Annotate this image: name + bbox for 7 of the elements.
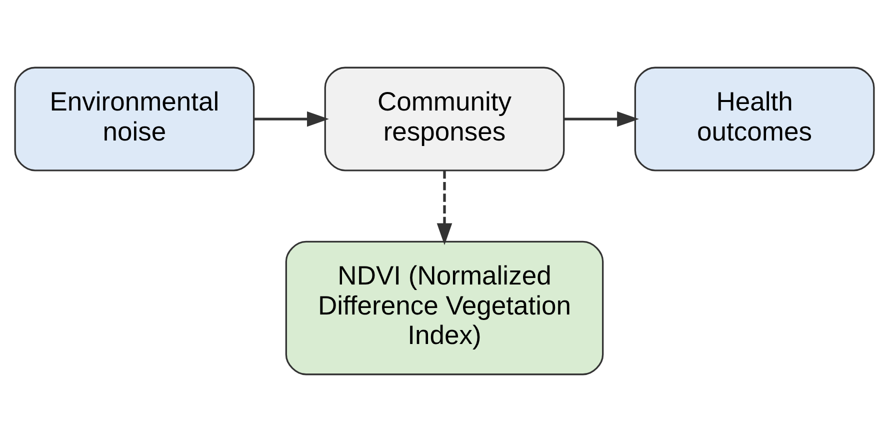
node-box: Community responses xyxy=(324,66,565,171)
node-box: Environmental noise xyxy=(14,66,255,171)
arrow xyxy=(564,110,639,126)
node-box: NDVI (Normalized Difference Vegetation Index) xyxy=(285,240,604,375)
arrow xyxy=(436,170,452,245)
node-box: Health outcomes xyxy=(634,66,875,171)
arrow xyxy=(254,110,329,126)
